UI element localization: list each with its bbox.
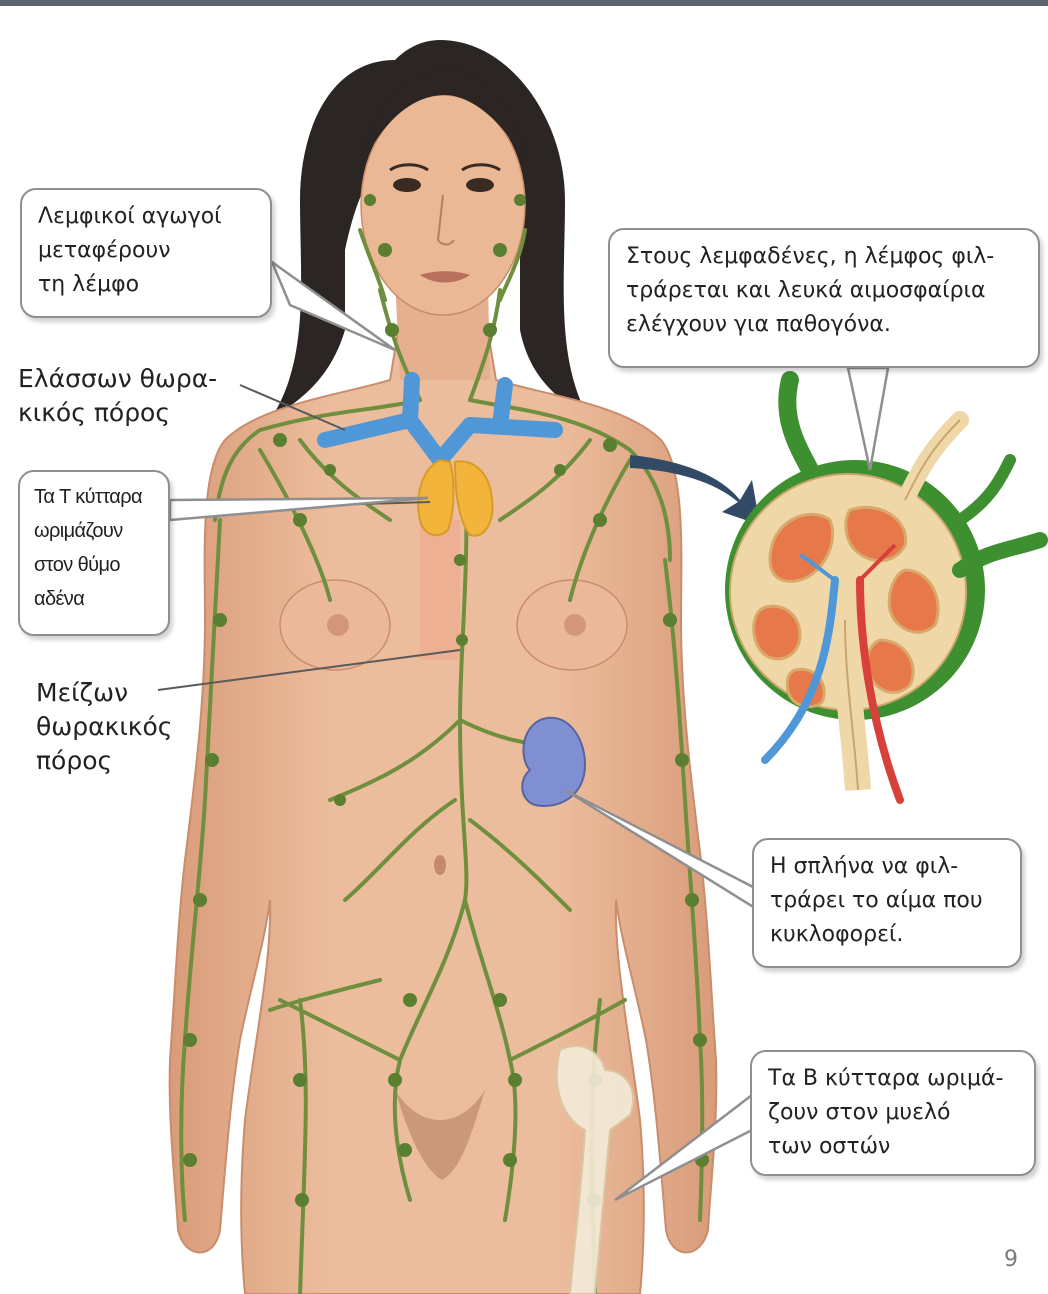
thoracic-duct-line-2: θωρακικός (36, 710, 172, 744)
right-thoracic-duct-line-1: Ελάσσων θωρα- (18, 362, 217, 396)
lymph-vessels-line-2: μεταφέρουν (38, 234, 254, 268)
bone-marrow-line-3: των οστών (768, 1130, 1018, 1164)
callout-thymus: Τα Τ κύτταρα ωριμάζουν στον θύμο αδένα (18, 470, 170, 636)
bone-marrow-line-2: ζουν στον μυελό (768, 1096, 1018, 1130)
lymph-node-cross-section (725, 380, 1040, 800)
thymus-line-1: Τα Τ κύτταρα (34, 480, 154, 514)
right-thoracic-duct-line-2: κικός πόρος (18, 396, 217, 430)
thymus-line-2: ωριμάζουν (34, 514, 154, 548)
spleen-line-3: κυκλοφορεί. (770, 918, 1004, 952)
bone-marrow-line-1: Τα Β κύτταρα ωριμά- (768, 1062, 1018, 1096)
thoracic-duct-line-1: Μείζων (36, 676, 172, 710)
thymus-line-3: στον θύμο (34, 548, 154, 582)
lymph-nodes-line-2: τράρεται και λευκά αιμοσφαίρια (626, 274, 1022, 308)
label-thoracic-duct: Μείζων θωρακικός πόρος (36, 676, 172, 778)
label-right-thoracic-duct: Ελάσσων θωρα- κικός πόρος (18, 362, 217, 430)
page-number: 9 (1004, 1247, 1018, 1272)
callout-lymph-nodes: Στους λεμφαδένες, η λέμφος φιλ- τράρεται… (608, 228, 1040, 368)
lymph-nodes-line-3: ελέγχουν για παθογόνα. (626, 308, 1022, 342)
callout-bone-marrow: Τα Β κύτταρα ωριμά- ζουν στον μυελό των … (750, 1050, 1036, 1176)
spleen-line-2: τράρει το αίμα που (770, 884, 1004, 918)
spleen (522, 718, 585, 806)
spleen-line-1: Η σπλήνα να φιλ- (770, 850, 1004, 884)
lymph-nodes-line-1: Στους λεμφαδένες, η λέμφος φιλ- (626, 240, 1022, 274)
lymph-vessels-line-1: Λεμφικοί αγωγοί (38, 200, 254, 234)
callout-spleen: Η σπλήνα να φιλ- τράρει το αίμα που κυκλ… (752, 838, 1022, 968)
callout-lymph-vessels: Λεμφικοί αγωγοί μεταφέρουν τη λέμφο (20, 188, 272, 318)
lymph-vessels-line-3: τη λέμφο (38, 268, 254, 302)
thoracic-duct-line-3: πόρος (36, 744, 172, 778)
thymus-line-4: αδένα (34, 582, 154, 616)
